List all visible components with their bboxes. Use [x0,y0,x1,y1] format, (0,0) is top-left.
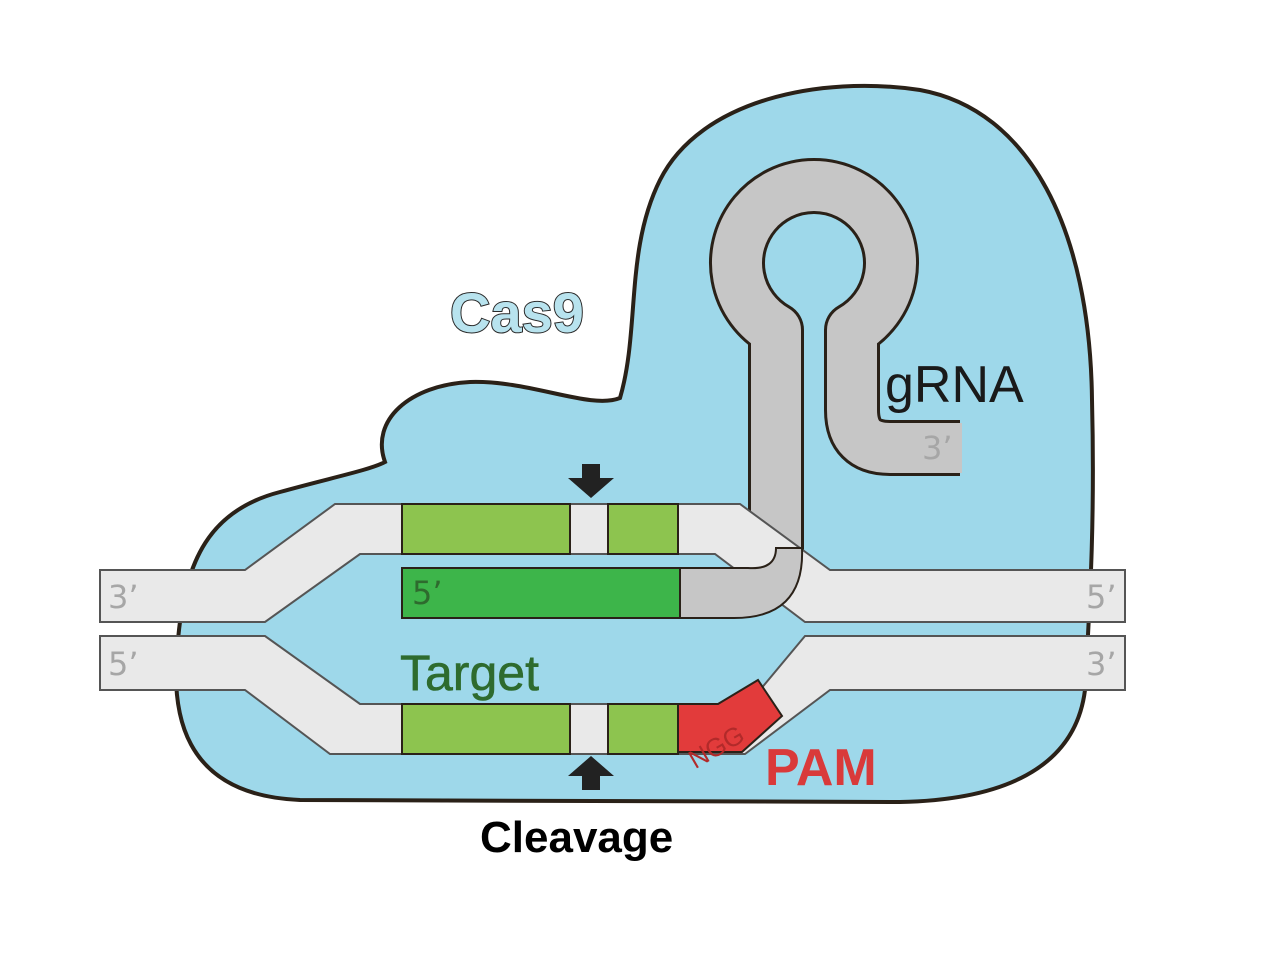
pam-label: PAM [765,739,877,797]
grna-spacer [401,567,681,619]
target-top-right [607,503,679,555]
bottom-right-end-label: 3’ [1086,645,1117,683]
cleavage-arrow-bottom-icon [568,756,614,790]
grna-3prime-label: 3’ [922,429,953,467]
cas9-label: Cas9 [450,281,584,344]
bottom-left-end-label: 5’ [108,645,139,683]
grna-label: gRNA [885,356,1024,414]
target-bottom-right [607,703,679,755]
target-label: Target [400,645,539,701]
grna-spacer-tail [677,547,804,620]
cleavage-arrow-top-icon [568,464,614,498]
cleavage-label: Cleavage [480,813,673,862]
grna-5prime-label: 5’ [412,574,443,612]
pam-block [677,678,784,753]
target-bottom-left [401,703,571,755]
dna-top-strand [99,503,1126,623]
top-right-end-label: 5’ [1086,578,1117,616]
top-left-end-label: 3’ [108,578,139,616]
grna-hairpin [712,161,962,550]
target-top-left [401,503,571,555]
